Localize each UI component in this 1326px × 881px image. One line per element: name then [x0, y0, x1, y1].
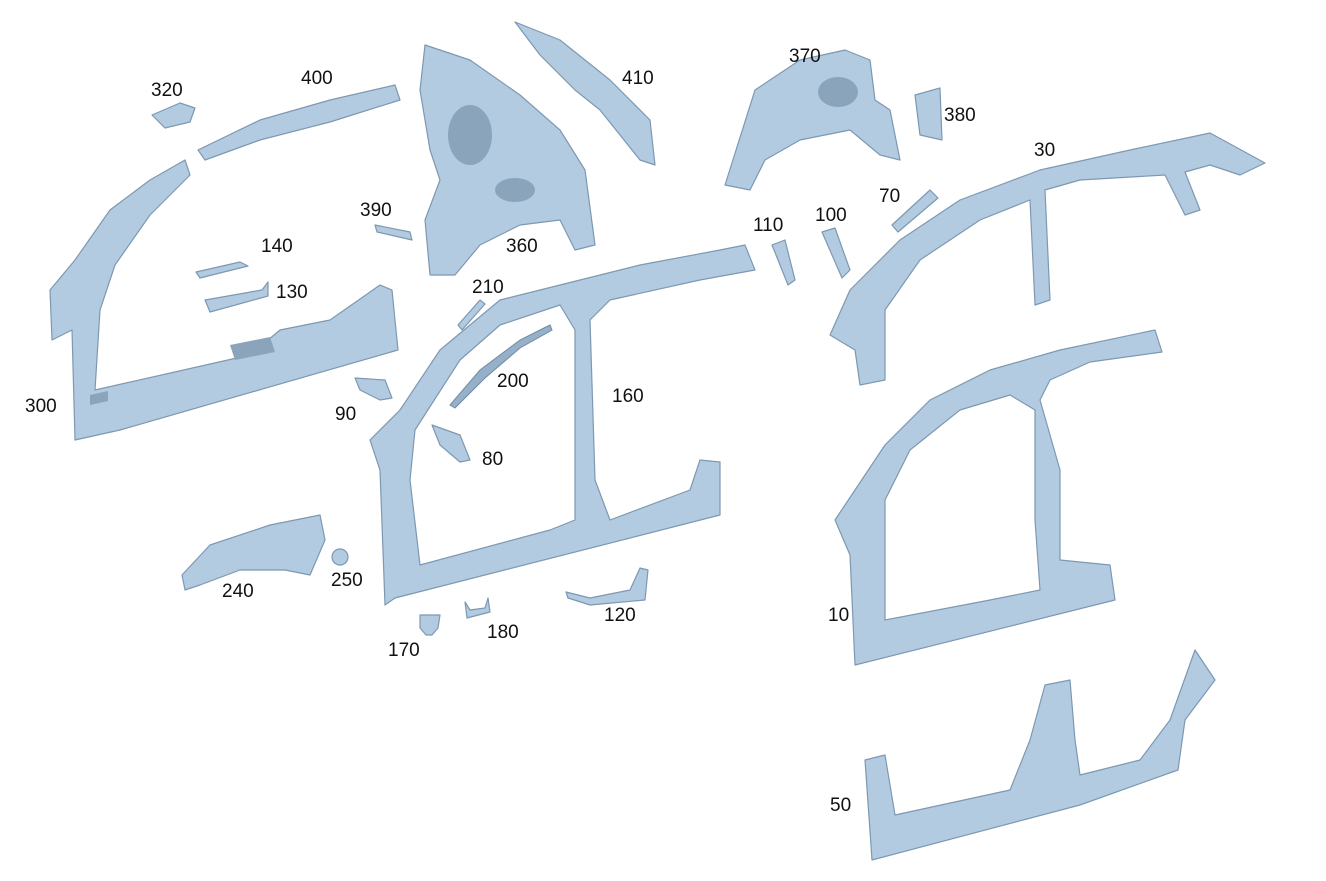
label-70: 70	[879, 186, 900, 207]
part-70[interactable]	[891, 189, 939, 233]
part-390[interactable]	[374, 224, 413, 241]
label-250: 250	[331, 570, 363, 591]
label-380: 380	[944, 105, 976, 126]
label-90: 90	[335, 404, 356, 425]
label-410: 410	[622, 68, 654, 89]
part-80[interactable]	[431, 424, 471, 463]
label-390: 390	[360, 200, 392, 221]
part-200[interactable]	[449, 324, 553, 409]
part-400[interactable]	[197, 84, 401, 161]
part-140[interactable]	[195, 261, 249, 279]
label-360: 360	[506, 236, 538, 257]
part-50[interactable]	[864, 649, 1216, 861]
label-160: 160	[612, 386, 644, 407]
label-320: 320	[151, 80, 183, 101]
label-110: 110	[753, 215, 783, 236]
label-100: 100	[815, 205, 847, 226]
part-100[interactable]	[821, 227, 851, 279]
label-120: 120	[604, 605, 636, 626]
label-130: 130	[276, 282, 308, 303]
label-50: 50	[830, 795, 851, 816]
label-400: 400	[301, 68, 333, 89]
part-380[interactable]	[914, 87, 943, 141]
part-90[interactable]	[354, 377, 393, 401]
label-180: 180	[487, 622, 519, 643]
part-360[interactable]	[419, 44, 596, 276]
part-370[interactable]	[724, 49, 901, 191]
label-30: 30	[1034, 140, 1055, 161]
part-120[interactable]	[565, 567, 649, 606]
part-210[interactable]	[457, 299, 486, 331]
part-320[interactable]	[151, 102, 196, 129]
part-170[interactable]	[419, 614, 441, 636]
part-160[interactable]	[369, 244, 756, 606]
part-110[interactable]	[771, 239, 796, 286]
part-30[interactable]	[829, 132, 1266, 386]
part-300[interactable]	[49, 159, 399, 441]
label-170: 170	[388, 640, 420, 661]
label-200: 200	[497, 371, 529, 392]
label-140: 140	[261, 236, 293, 257]
part-240[interactable]	[181, 514, 326, 591]
label-300: 300	[25, 396, 57, 417]
part-410[interactable]	[514, 21, 656, 166]
part-250[interactable]	[331, 548, 349, 566]
label-370: 370	[789, 46, 821, 67]
label-210: 210	[472, 277, 504, 298]
part-10[interactable]	[834, 329, 1163, 666]
part-180[interactable]	[464, 597, 491, 619]
label-240: 240	[222, 581, 254, 602]
part-130[interactable]	[204, 281, 269, 313]
label-10: 10	[828, 605, 849, 626]
label-80: 80	[482, 449, 503, 470]
